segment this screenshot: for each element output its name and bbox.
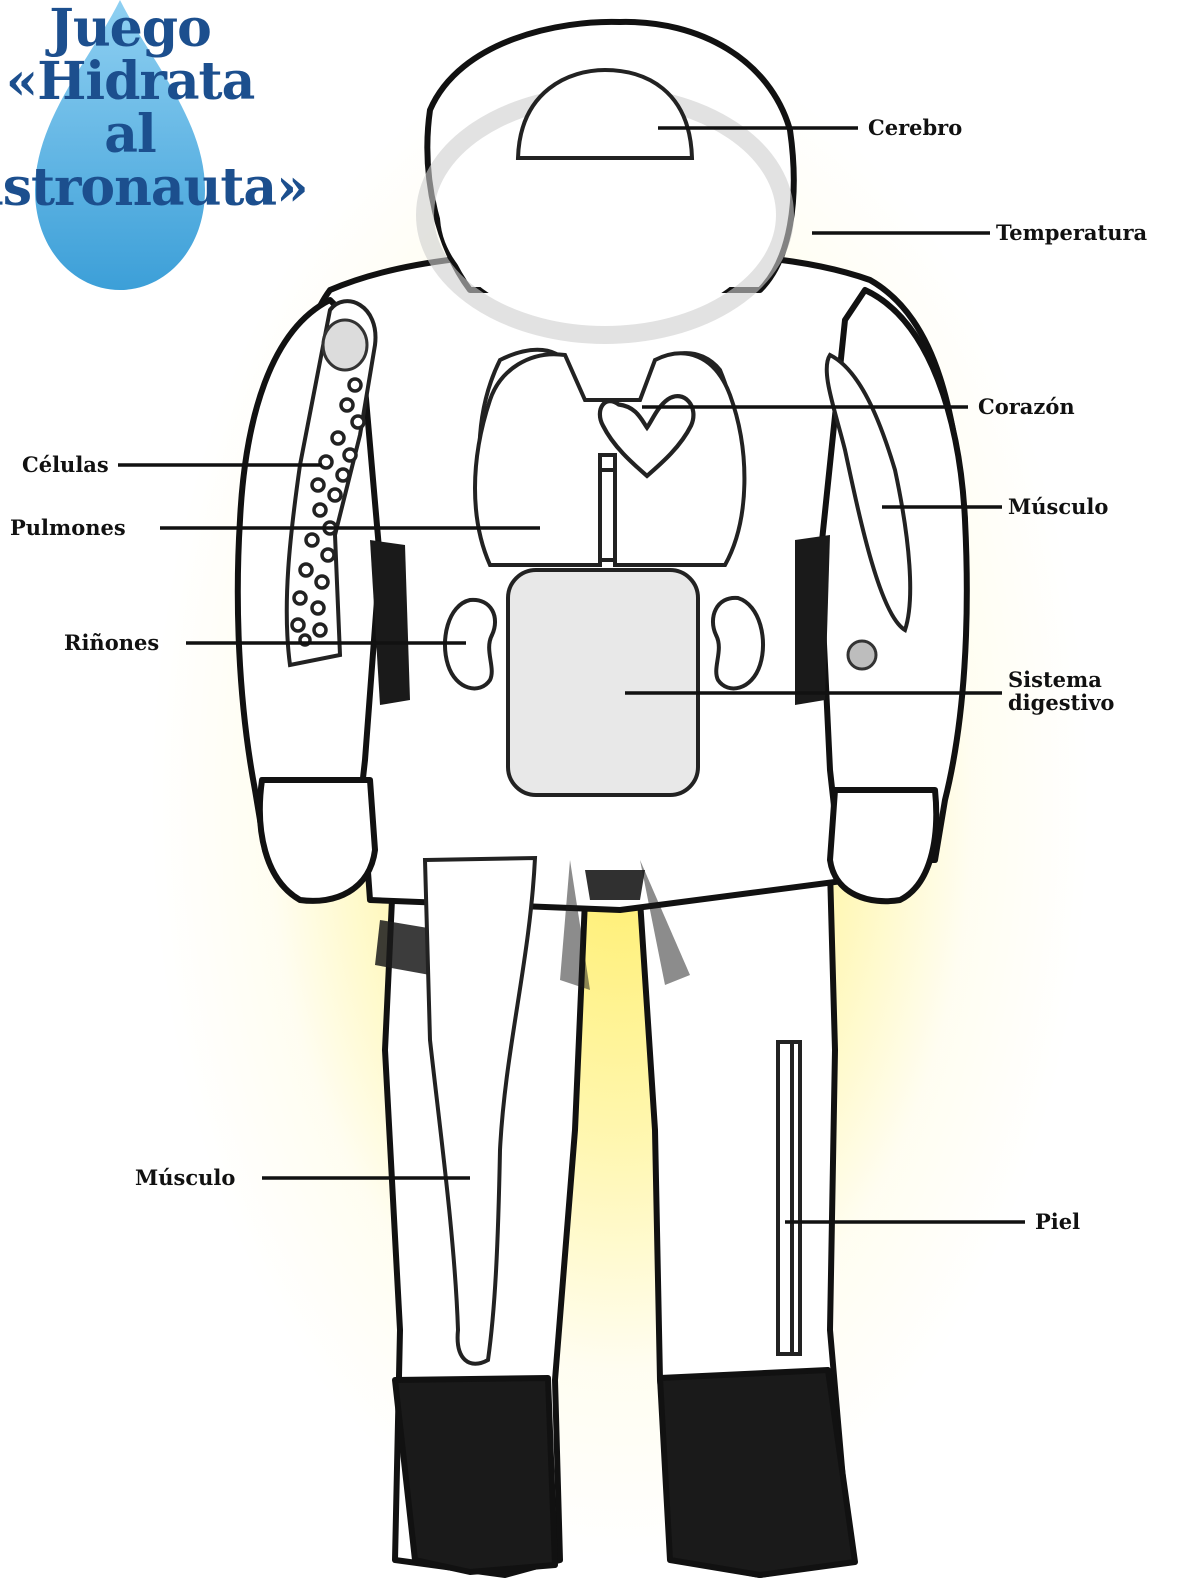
label-sistema-digestivo: Sistema digestivo (1008, 668, 1114, 714)
title-line-3: al (0, 108, 290, 161)
label-rinones: Riñones (64, 631, 159, 654)
shoulder-patch-right (848, 641, 876, 669)
kidney-right (713, 598, 763, 689)
label-temperatura: Temperatura (996, 221, 1147, 244)
shoulder-patch-left (323, 320, 367, 370)
digestive-system-shape (508, 570, 698, 795)
label-musculo-brazo: Músculo (1008, 495, 1108, 518)
title-line-2: «Hidrata (0, 55, 290, 108)
game-title: Juego «Hidrata al astronauta» (0, 2, 290, 214)
label-corazon: Corazón (978, 395, 1075, 418)
label-cerebro: Cerebro (868, 116, 962, 139)
right-glove (830, 790, 936, 901)
left-boot (395, 1378, 555, 1572)
label-pulmones: Pulmones (10, 516, 126, 539)
label-sistema-line2: digestivo (1008, 691, 1114, 714)
left-glove (260, 780, 375, 901)
label-celulas: Células (22, 453, 109, 476)
right-boot (660, 1370, 855, 1575)
title-line-4: astronauta» (0, 161, 290, 214)
label-musculo-pierna: Músculo (135, 1166, 235, 1189)
label-piel: Piel (1035, 1210, 1080, 1233)
label-sistema-line1: Sistema (1008, 668, 1114, 691)
title-line-1: Juego (0, 2, 290, 55)
